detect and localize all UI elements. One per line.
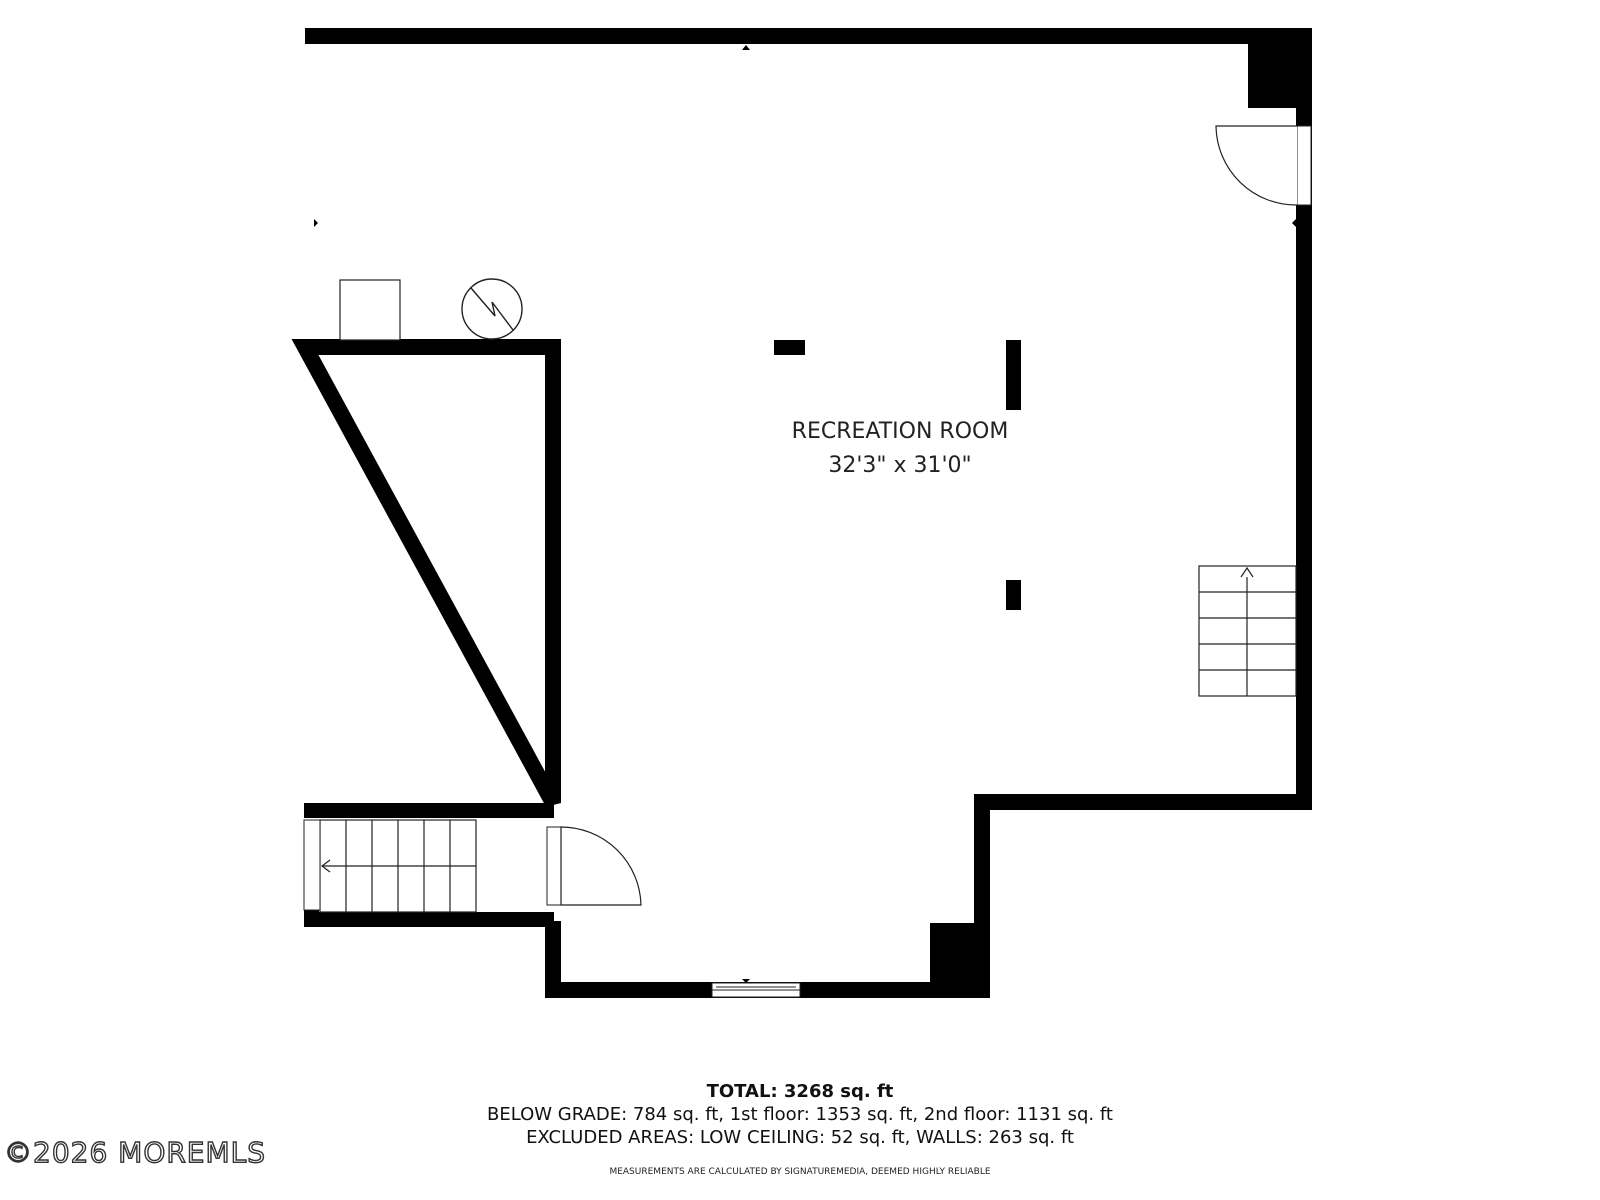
wall-marker-left [314,219,318,227]
utility-cabinet [339,279,401,341]
stairs-right [1198,565,1297,697]
wall-marker-bottom [742,979,750,983]
post-2 [1006,340,1021,410]
post-1 [774,340,805,355]
wall-marker-top [742,45,750,50]
stairs-left [319,819,477,913]
water-heater-icon [461,278,523,340]
measurement-disclaimer: MEASUREMENTS ARE CALCULATED BY SIGNATURE… [609,1167,991,1177]
stair-corridor-wall-bottom [304,912,554,927]
corner-column-top-right [1248,36,1310,108]
room-dimensions: 32'3" x 31'0" [828,453,972,478]
door-stair-hall [546,826,642,906]
corner-column-bottom [930,923,990,998]
post-3 [1006,580,1021,610]
room-label: RECREATION ROOM 32'3" x 31'0" [700,415,1100,483]
stair-corridor-wall-top [304,803,554,818]
wall-marker-right [1292,219,1296,227]
total-area: TOTAL: 3268 sq. ft [706,1081,894,1102]
stair-opening-left [303,819,321,911]
room-name: RECREATION ROOM [791,419,1009,444]
excluded-areas: EXCLUDED AREAS: LOW CEILING: 52 sq. ft, … [526,1127,1074,1148]
copyright-watermark: ©2026 MOREMLS [3,1135,267,1169]
area-summary: TOTAL: 3268 sq. ft BELOW GRADE: 784 sq. … [390,1080,1210,1149]
door-top-right [1215,125,1312,206]
window-bottom [711,982,801,998]
stair-corridor-wall-end-bottom [304,910,319,927]
stair-corridor-wall-end-top [304,803,319,818]
area-breakdown: BELOW GRADE: 784 sq. ft, 1st floor: 1353… [487,1104,1113,1125]
